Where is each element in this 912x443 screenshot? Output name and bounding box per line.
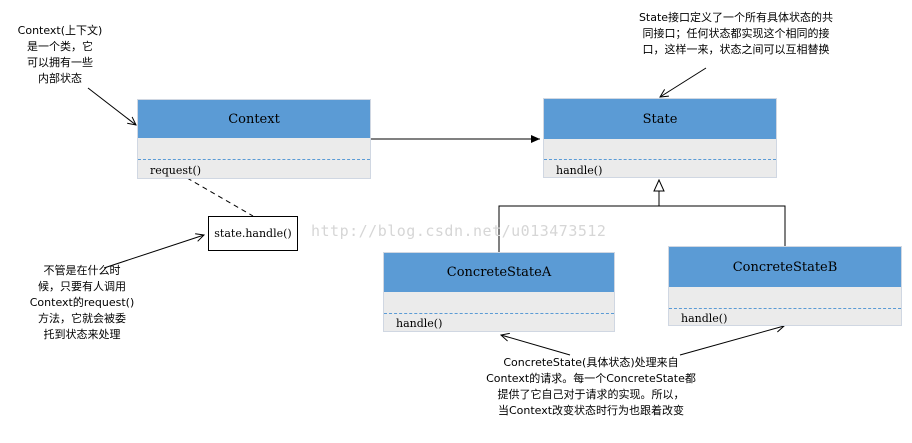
concrete-note-line: 提供了它自己对于请求的实现。所以， [497, 388, 685, 401]
class-state-attributes [544, 139, 776, 160]
concrete-note-arrow-b [679, 326, 784, 356]
class-state-name: State [544, 99, 776, 139]
concrete-note-line: ConcreteState(具体状态)处理来自 [503, 356, 679, 369]
request-note-line: 方法，它就会被委 [38, 312, 126, 325]
class-concrete-state-a-attributes [384, 292, 614, 314]
concrete-note-arrow-a [501, 335, 571, 356]
inheritance-triangle [653, 178, 665, 192]
context-note-line: Context(上下文) [17, 24, 103, 37]
class-context[interactable]: Context request() [137, 99, 371, 179]
request-note: 不管是在什么时 候，只要有人调用 Context的request() 方法，它就… [20, 263, 144, 343]
context-note-arrow [87, 87, 136, 125]
state-note-line: State接口定义了一个所有具体状态的共 [638, 11, 834, 24]
class-concrete-state-b-attributes [669, 287, 901, 309]
request-note-line: 不管是在什么时 [43, 264, 121, 277]
inheritance-line-a [498, 205, 659, 252]
state-note-line: 口，这样一来，状态之间可以互相替换 [642, 43, 830, 56]
request-note-line: 候，只要有人调用 [38, 280, 126, 293]
context-note-line: 内部状态 [38, 72, 82, 85]
class-context-attributes [138, 138, 370, 160]
class-concrete-state-a-name: ConcreteStateA [384, 253, 614, 292]
state-note-arrow [660, 67, 707, 97]
class-context-name: Context [138, 100, 370, 138]
class-concrete-state-a[interactable]: ConcreteStateA handle() [383, 252, 615, 332]
class-concrete-state-b-method: handle() [681, 311, 728, 325]
context-note: Context(上下文) 是一个类，它 可以拥有一些 内部状态 [6, 23, 114, 87]
context-note-line: 是一个类，它 [27, 40, 93, 53]
state-note: State接口定义了一个所有具体状态的共 同接口；任何状态都实现这个相同的接 口… [606, 10, 866, 58]
context-note-line: 可以拥有一些 [27, 56, 93, 69]
request-note-line: Context的request() [29, 296, 135, 309]
class-state-method: handle() [556, 163, 603, 177]
class-concrete-state-a-method: handle() [396, 317, 443, 330]
class-concrete-state-b-name: ConcreteStateB [669, 247, 901, 287]
request-note-line: 托到状态来处理 [43, 328, 121, 341]
class-state[interactable]: State handle() [543, 98, 777, 178]
watermark: http://blog.csdn.net/u013473512 [311, 222, 607, 240]
note-state-handle: state.handle() [208, 216, 298, 251]
note-link-line [186, 177, 254, 217]
state-note-line: 同接口；任何状态都实现这个相同的接 [642, 27, 830, 40]
class-concrete-state-b[interactable]: ConcreteStateB handle() [668, 246, 902, 326]
concrete-note-line: 当Context改变状态时行为也跟着改变 [497, 404, 685, 417]
class-context-method: request() [150, 163, 202, 177]
inheritance-line-b [659, 205, 786, 246]
concrete-note: ConcreteState(具体状态)处理来自 Context的请求。每一个Co… [466, 355, 716, 419]
request-note-arrow [103, 235, 204, 269]
concrete-note-line: Context的请求。每一个ConcreteState都 [486, 372, 696, 385]
